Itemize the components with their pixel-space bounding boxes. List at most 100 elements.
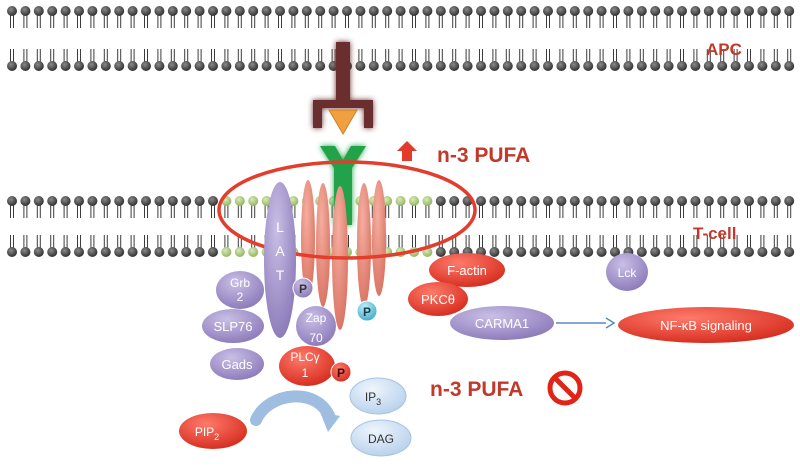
lipid-head	[596, 61, 607, 71]
lipid-head	[167, 61, 178, 71]
lipid-head	[502, 247, 513, 257]
lipid-head	[368, 6, 379, 16]
ip3-subscript: 3	[376, 397, 381, 407]
carma1-label: CARMA1	[475, 316, 529, 331]
lipid-head	[7, 6, 17, 16]
lipid-head	[74, 247, 84, 257]
lipid-head	[100, 196, 111, 206]
plcg1-phospho-label: P	[337, 366, 345, 380]
grb2-label-line1: Grb	[230, 276, 250, 290]
lipid-head	[489, 61, 500, 71]
lipid-head	[583, 6, 594, 16]
lipid-head	[100, 61, 111, 71]
lipid-head	[33, 196, 44, 206]
lipid-head	[181, 61, 192, 71]
lipid-head	[181, 6, 192, 16]
lipid-head	[703, 6, 714, 16]
lat-protein: L A T	[264, 182, 296, 338]
lipid-head	[100, 6, 111, 16]
lipid-head	[462, 61, 473, 71]
lipid-head	[60, 247, 71, 257]
lipid-head	[757, 196, 768, 206]
lipid-head	[33, 247, 44, 257]
lipid-head	[208, 6, 218, 16]
lipid-head	[368, 61, 379, 71]
lipid-head	[154, 196, 165, 206]
lipid-head	[516, 6, 527, 16]
svg-text:PIP2: PIP2	[195, 425, 219, 442]
lipid-head	[730, 61, 741, 71]
lipid-head	[529, 6, 540, 16]
lipid-head	[449, 61, 460, 71]
lipid-head	[596, 247, 607, 257]
lipid-head	[677, 247, 687, 257]
lipid-head	[583, 61, 594, 71]
lipid-head	[717, 61, 728, 71]
lipid-head	[543, 247, 553, 257]
lipid-head	[610, 61, 620, 71]
lipid-head	[583, 196, 594, 206]
lipid-head	[208, 61, 218, 71]
lipid-head	[784, 247, 795, 257]
lipid-head	[382, 6, 393, 16]
lipid-head	[690, 247, 701, 257]
lipid-head	[690, 6, 701, 16]
lipid-head	[529, 61, 540, 71]
lipid-head	[167, 247, 178, 257]
lipid-head	[47, 196, 58, 206]
lipid-head	[194, 196, 205, 206]
plcg1-label-line2: 1	[302, 366, 309, 380]
lipid-head	[141, 247, 151, 257]
tcell-label: T-cell	[693, 224, 736, 243]
lipid-head	[556, 6, 567, 16]
lipid-head	[20, 61, 31, 71]
lipid-head	[489, 196, 500, 206]
lipid-head	[717, 196, 728, 206]
lipid-head	[502, 61, 513, 71]
lipid-head	[74, 196, 84, 206]
pip2-label: PIP	[195, 425, 214, 439]
lipid-head	[476, 6, 486, 16]
lipid-head	[703, 247, 714, 257]
antigen-triangle	[328, 109, 358, 135]
plcg1-label-line1: PLCγ	[290, 350, 319, 364]
lipid-head	[663, 247, 674, 257]
lipid-head	[47, 61, 58, 71]
lipid-head	[114, 61, 125, 71]
lipid-head	[476, 196, 486, 206]
zap70-protein: Zap 70	[296, 306, 336, 346]
prohibition-icon	[547, 370, 583, 406]
lipid-head	[47, 6, 58, 16]
lipid-head	[636, 196, 647, 206]
grb2-protein: Grb 2	[216, 271, 264, 309]
lipid-head	[248, 6, 259, 16]
lipid-head	[20, 247, 31, 257]
lipid-head	[529, 196, 540, 206]
lipid-head	[33, 61, 44, 71]
lipid-head	[556, 61, 567, 71]
lipid-head	[703, 61, 714, 71]
lipid-head	[114, 247, 125, 257]
lipid-head	[610, 6, 620, 16]
slp76-protein: SLP76	[202, 309, 264, 343]
lipid-head	[60, 61, 71, 71]
lipid-head	[677, 6, 687, 16]
lipid-head	[489, 247, 500, 257]
lipid-head	[194, 61, 205, 71]
raft-lipid-head	[221, 247, 232, 257]
lipid-head	[167, 6, 178, 16]
lipid-head	[770, 61, 781, 71]
lipid-head	[489, 6, 500, 16]
raft-lipid-head	[234, 247, 245, 257]
nfkb-signaling: NF-κB signaling	[618, 307, 794, 343]
lipid-head	[141, 61, 151, 71]
lipid-head	[435, 6, 446, 16]
lipid-head	[20, 196, 31, 206]
lat-letter-l: L	[276, 219, 284, 235]
conversion-arrow	[250, 390, 340, 432]
lipid-head	[596, 196, 607, 206]
lipid-head	[690, 61, 701, 71]
lipid-head	[502, 196, 513, 206]
lipid-head	[569, 247, 580, 257]
lipid-head	[650, 6, 661, 16]
